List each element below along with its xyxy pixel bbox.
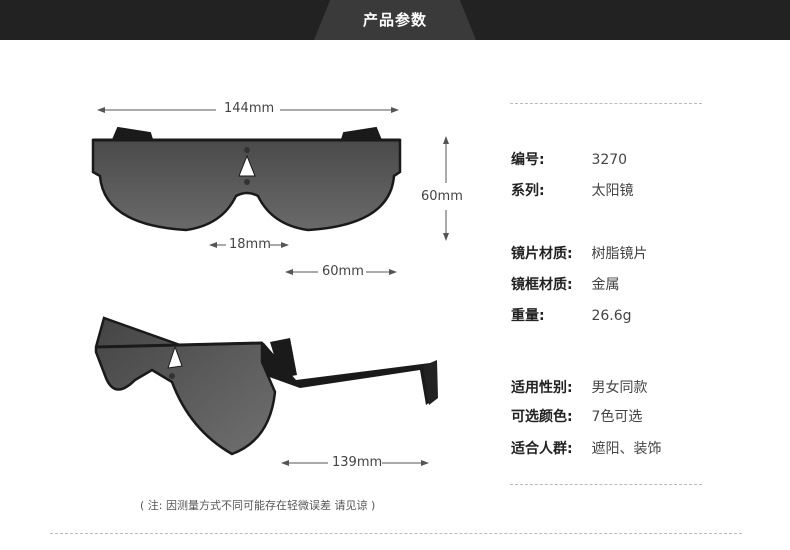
spec-label: 适用性别: (511, 380, 573, 396)
spec-row-frame-material: 镜框材质: 金属 (511, 274, 619, 296)
spec-value: 太阳镜 (591, 183, 634, 199)
spec-value: 26.6g (591, 308, 632, 324)
spec-value: 遮阳、装饰 (591, 441, 662, 457)
spec-row-lens-material: 镜片材质: 树脂镜片 (511, 243, 647, 265)
spec-value: 3270 (591, 152, 628, 168)
spec-row-series: 系列: 太阳镜 (511, 180, 633, 202)
footer-divider (50, 533, 742, 534)
spec-label: 镜框材质: (511, 277, 573, 293)
spec-row-model: 编号: 3270 (511, 149, 627, 171)
spec-row-gender: 适用性别: 男女同款 (511, 377, 647, 399)
spec-label: 可选颜色: (511, 409, 573, 425)
spec-row-colors: 可选颜色: 7色可选 (511, 406, 642, 428)
dimension-bridge: 18mm (229, 237, 271, 252)
dimension-total-width: 144mm (224, 101, 275, 116)
spec-divider-bottom (510, 484, 702, 485)
spec-value: 男女同款 (591, 380, 648, 396)
spec-label: 编号: (511, 152, 545, 168)
spec-value: 金属 (591, 277, 620, 293)
measurement-note: ( 注: 因测量方式不同可能存在轻微误差 请见谅 ) (140, 499, 376, 512)
spec-label: 重量: (511, 308, 545, 324)
dimension-height: 60mm (421, 189, 463, 204)
spec-divider-top (510, 103, 702, 104)
spec-row-audience: 适合人群: 遮阳、装饰 (511, 438, 661, 460)
spec-label: 适合人群: (511, 441, 573, 457)
side-view-glasses (94, 316, 438, 456)
spec-value: 树脂镜片 (591, 246, 648, 262)
header-title: 产品参数 (362, 11, 427, 29)
header-tab-shape (314, 0, 476, 40)
spec-label: 镜片材质: (511, 246, 573, 262)
front-view-glasses (91, 126, 402, 232)
spec-label: 系列: (511, 183, 545, 199)
dimension-lens-width: 60mm (322, 264, 364, 279)
header-bar: 产品参数 (0, 0, 790, 40)
spec-value: 7色可选 (591, 409, 643, 425)
spec-row-weight: 重量: 26.6g (511, 305, 632, 327)
dimension-temple-length: 139mm (332, 455, 383, 470)
